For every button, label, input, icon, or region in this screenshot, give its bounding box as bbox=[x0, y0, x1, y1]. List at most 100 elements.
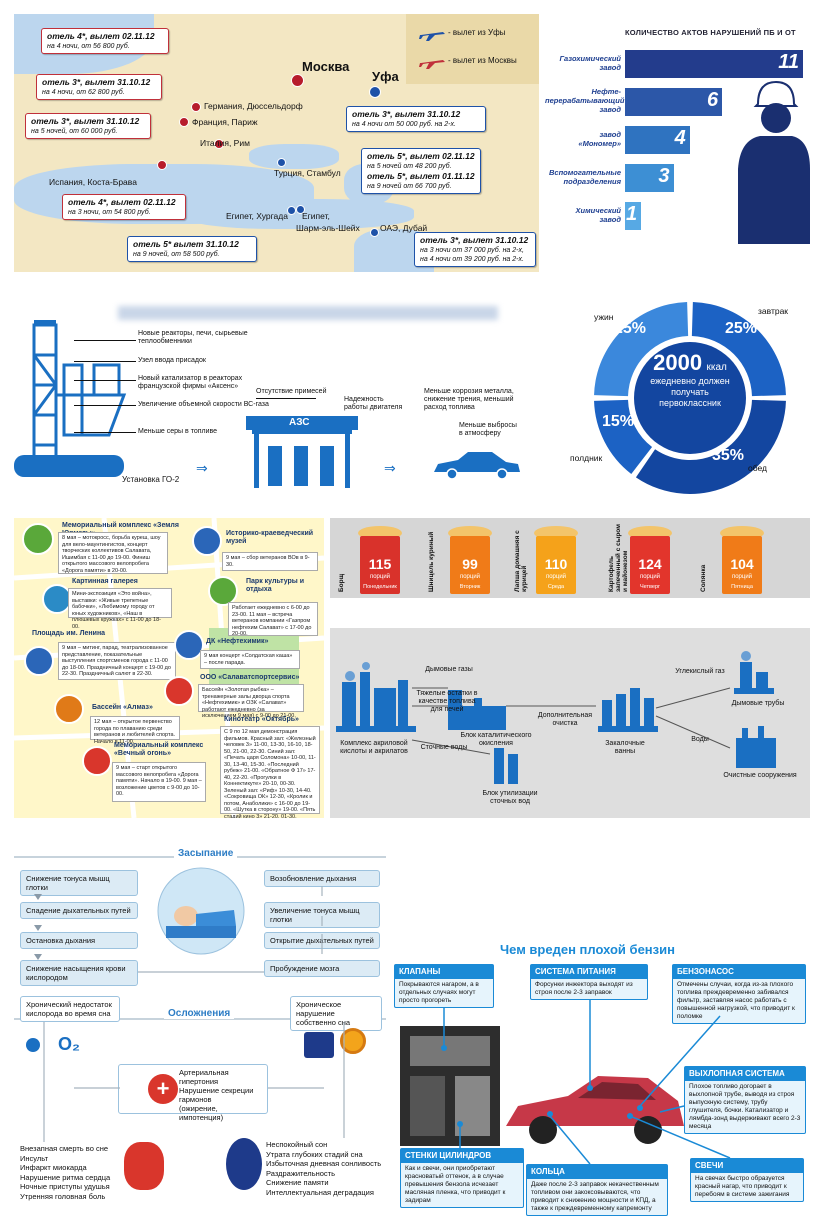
car-icon bbox=[434, 452, 520, 480]
poi-title: ДК «Нефтехимик» bbox=[206, 638, 269, 645]
sleep-title: Засыпание bbox=[174, 848, 238, 859]
calories-donut-panel: 2000 ккал ежедневно должен получать перв… bbox=[570, 298, 810, 498]
down-arrow bbox=[34, 925, 42, 931]
emissions-label: Меньше выбросы в атмосферу bbox=[459, 422, 517, 437]
eternal-flame-icon bbox=[82, 746, 112, 776]
step-right: Возобновление дыхания bbox=[264, 870, 380, 887]
list-item: Неспокойный сон bbox=[266, 1140, 328, 1149]
museum-icon bbox=[192, 526, 222, 556]
city-ufa: Уфа bbox=[372, 69, 399, 84]
city-egypt-h: Египет, Хургада bbox=[226, 211, 288, 221]
bar bbox=[625, 50, 803, 78]
city-france: Франция, Париж bbox=[192, 117, 258, 127]
bar-value: 4 bbox=[674, 127, 686, 149]
spain-dot bbox=[157, 160, 167, 170]
poi-title: Площадь им. Ленина bbox=[32, 630, 106, 637]
portion-count: 115 bbox=[368, 556, 392, 572]
go2-item: Меньше серы в топливе bbox=[138, 428, 218, 435]
heavy-label: Тяжелые остатки в качестве топлива для п… bbox=[416, 690, 478, 713]
donut-slice bbox=[635, 399, 786, 495]
center-item: Нарушение секреции гармонов bbox=[179, 1086, 254, 1104]
portion-can bbox=[722, 536, 762, 594]
stressed-head-icon bbox=[226, 1138, 262, 1190]
center-unit: ккал bbox=[706, 362, 727, 373]
list-item: Ночные приступы удушья bbox=[20, 1182, 110, 1191]
legend-ufa: - вылет из Уфы bbox=[448, 28, 506, 37]
donut-center: 2000 ккал ежедневно должен получать перв… bbox=[590, 350, 790, 409]
bar bbox=[625, 164, 674, 192]
step-right: Увеличение тонуса мышц глотки bbox=[264, 902, 380, 928]
city-moscow: Москва bbox=[302, 59, 350, 74]
italy-dot bbox=[214, 139, 224, 149]
poi-info: 12 мая – открытое первенство города по п… bbox=[90, 716, 180, 745]
donut-slice bbox=[594, 399, 653, 474]
poi-info: 9 мая – старт открытого массового велопр… bbox=[112, 762, 206, 802]
poi-title: Бассейн «Алмаз» bbox=[92, 704, 153, 711]
bar-value: 11 bbox=[778, 51, 799, 73]
park-icon bbox=[208, 576, 238, 606]
bar-value: 6 bbox=[706, 89, 719, 111]
refinery-plant-icon bbox=[14, 320, 127, 477]
portion-dish-label: Борщ bbox=[338, 573, 345, 592]
poi-info: Работает ежедневно с 6-00 до 23-00. 11 м… bbox=[228, 602, 318, 637]
down-arrow bbox=[34, 894, 42, 900]
extra-label: Дополнительная очистка bbox=[537, 712, 593, 727]
portion-can bbox=[536, 536, 576, 594]
donut-chart bbox=[594, 302, 786, 495]
pct-breakfast: 25% bbox=[725, 320, 758, 337]
plane-blue-icon bbox=[419, 32, 445, 41]
portion-day: Вторник bbox=[459, 584, 481, 590]
poi-info: 8 мая – мотокросс, борьба куреш, шоу для… bbox=[58, 532, 168, 574]
go2-panel: Новые реакторы, печи, сырьевые теплообме… bbox=[14, 300, 524, 490]
portion-unit: порций bbox=[731, 574, 753, 580]
fuel-connector-lines bbox=[441, 1000, 731, 1165]
treatment-label: Очистные сооружения bbox=[723, 772, 797, 779]
poi-info: 9 мая – сбор ветеранов ВОв в 9-30. bbox=[222, 552, 318, 571]
alarm-clock-icon bbox=[340, 1028, 366, 1054]
engine-label: Надежность работы двигателя bbox=[344, 396, 403, 411]
portion-dish-label: Шницель куриный bbox=[428, 531, 435, 592]
poi-title: Картинная галерея bbox=[72, 578, 138, 585]
go2-item: Новые реакторы, печи, сырьевые теплообме… bbox=[138, 330, 248, 345]
plant-label: Установка ГО-2 bbox=[122, 475, 180, 484]
engine-photo bbox=[400, 1026, 500, 1146]
arrow-icon: ⇒ bbox=[196, 460, 208, 476]
center-num: 2000 bbox=[653, 350, 703, 375]
portion-can bbox=[630, 536, 670, 594]
list-item: Избыточная дневная сонливость bbox=[266, 1159, 382, 1168]
portion-unit: порций bbox=[369, 574, 391, 580]
poi-info: 9 мая концерт «Солдатская каша» – после … bbox=[200, 650, 300, 669]
city-uae: ОАЭ, Дубай bbox=[380, 223, 428, 233]
list-item: Утрата глубоких стадий сна bbox=[266, 1149, 363, 1159]
bar bbox=[625, 88, 723, 116]
step-left: Снижение тонуса мышц глотки bbox=[20, 870, 138, 896]
pool-icon bbox=[54, 694, 84, 724]
water-label: Воды bbox=[691, 736, 709, 743]
list-item: Утренняя головная боль bbox=[20, 1191, 106, 1201]
culture-house-icon bbox=[174, 630, 204, 660]
poi-info: Бассейн «Золотая рыбка» – тренажерные за… bbox=[198, 684, 304, 719]
fluegas-label: Дымовые газы bbox=[425, 666, 473, 673]
pct-dinner: 25% bbox=[614, 320, 647, 337]
center-item: (ожирение, импотенция) bbox=[179, 1104, 224, 1122]
city-turkey: Турция, Стамбул bbox=[274, 168, 341, 178]
gas-station-icon bbox=[246, 416, 358, 488]
leader-line bbox=[74, 405, 136, 406]
list-item: Раздражительность bbox=[266, 1168, 336, 1178]
catalytic-label: Блок каталитического окисления bbox=[460, 732, 532, 747]
center-box: Артериальная гипертония Нарушение секрец… bbox=[118, 1064, 268, 1122]
center-item: Артериальная гипертония bbox=[179, 1068, 229, 1086]
stacks-label: Дымовые трубы bbox=[731, 700, 785, 707]
violations-title: КОЛИЧЕСТВО АКТОВ НАРУШЕНИЙ ПБ И ОТ bbox=[625, 28, 796, 37]
bar bbox=[625, 202, 642, 230]
city-germany: Германия, Дюссельдорф bbox=[204, 101, 303, 111]
moon-icon bbox=[304, 1032, 334, 1058]
waste-label: Сточные воды bbox=[420, 744, 468, 751]
